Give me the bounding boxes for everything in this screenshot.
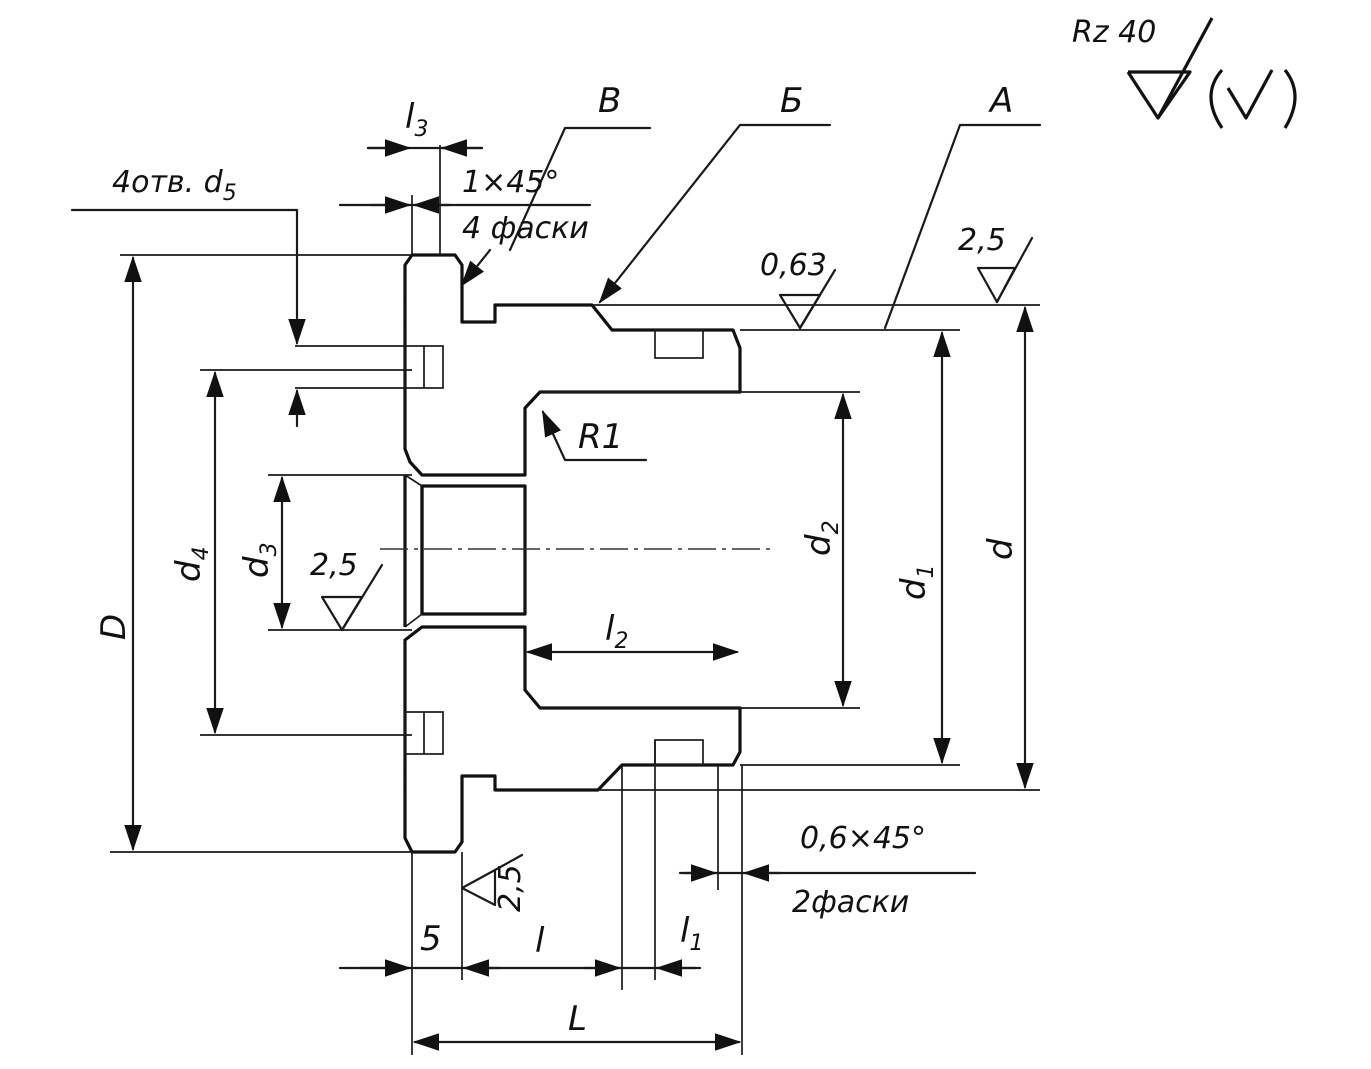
text-labels: Rz 40 l3 В Б А 4отв. d5 1×45° 4 фаски 0,… — [94, 15, 1156, 1039]
roughness-25-face-symbol — [460, 853, 524, 907]
label-view-b: Б — [780, 81, 803, 121]
roughness-063-symbol — [778, 268, 837, 330]
label-d3: d3 — [237, 542, 282, 578]
label-l2: l2 — [605, 609, 628, 654]
label-radius: R1 — [578, 417, 623, 457]
keyway-bottom — [654, 739, 704, 766]
label-dim-5: 5 — [420, 919, 442, 959]
label-view-v: В — [598, 81, 621, 121]
roughness-25-bore-symbol — [320, 563, 384, 632]
keyway-top — [654, 329, 704, 359]
dimension-lines — [70, 139, 1034, 1051]
label-chamfer-bottom-note: 2фаски — [792, 885, 909, 920]
roughness-25-top-symbol — [976, 236, 1034, 304]
bore-left — [420, 484, 527, 616]
general-roughness-label: Rz 40 — [1072, 15, 1156, 50]
label-d2: d2 — [799, 520, 844, 556]
label-roughness-063: 0,63 — [760, 248, 827, 283]
label-roughness-25-face: 2,5 — [493, 864, 528, 912]
roughness-symbols — [320, 17, 1297, 907]
label-roughness-25-bore: 2,5 — [310, 548, 358, 583]
section-bottom-half — [403, 625, 742, 854]
label-l: l — [535, 921, 545, 961]
label-chamfer-bottom: 0,6×45° — [800, 821, 926, 856]
label-D: D — [94, 614, 134, 640]
label-l3: l3 — [405, 97, 428, 142]
label-L: L — [568, 999, 587, 1039]
label-holes: 4отв. d5 — [112, 165, 237, 206]
label-d4: d4 — [169, 546, 214, 582]
label-view-a: А — [988, 81, 1013, 121]
label-d1: d1 — [894, 564, 939, 600]
label-l1: l1 — [680, 911, 703, 956]
leader-lines — [460, 123, 1042, 462]
part-section — [403, 145, 743, 1055]
label-chamfer-top-note: 4 фаски — [462, 211, 589, 246]
label-roughness-25-top: 2,5 — [958, 223, 1006, 258]
extension-lines — [110, 254, 1040, 990]
section-top-half — [403, 253, 742, 477]
label-d: d — [981, 538, 1021, 560]
label-chamfer-top: 1×45° — [462, 165, 559, 200]
roughness-general-symbol — [1126, 17, 1297, 129]
